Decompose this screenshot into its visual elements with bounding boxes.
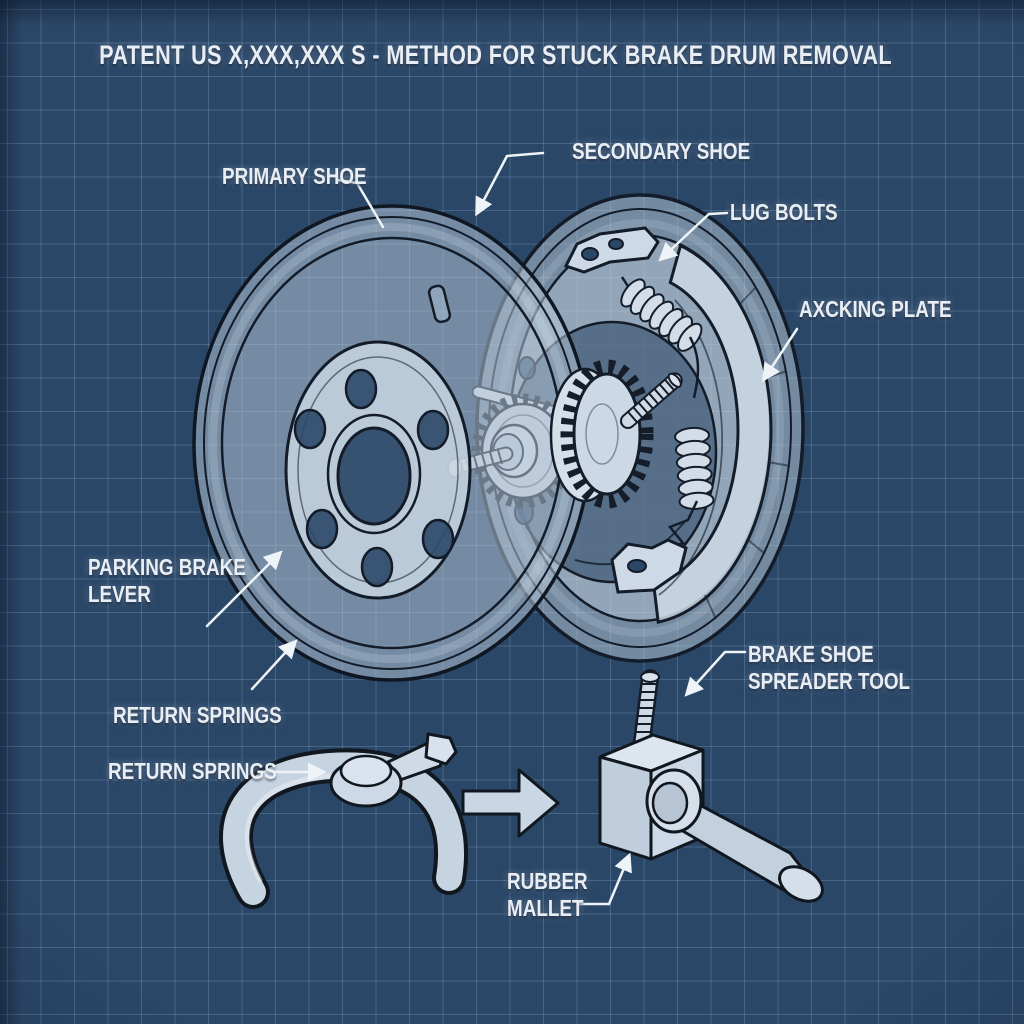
sprocket-body xyxy=(572,372,642,496)
spreader-tool xyxy=(598,669,824,903)
label-brake-shoe-spreader-tool: BRAKE SHOE SPREADER TOOL xyxy=(748,641,911,694)
label-primary-shoe: PRIMARY SHOE xyxy=(222,163,367,189)
leader-return-springs-upper xyxy=(250,639,298,691)
spreader-boss-hole xyxy=(651,781,689,825)
label-secondary-shoe: SECONDARY SHOE xyxy=(572,138,751,164)
brake-drum xyxy=(192,204,592,682)
label-parking-brake-lever: PARKING BRAKE LEVER xyxy=(88,554,246,607)
bracket-hole xyxy=(581,247,599,261)
page-title-text: PATENT US X,XXX,XXX S - METHOD FOR STUCK… xyxy=(99,40,892,70)
process-arrow-icon xyxy=(461,768,560,838)
bracket-hole xyxy=(608,238,624,250)
label-return-springs-lower: RETURN SPRINGS xyxy=(108,758,277,784)
spreader-stud-cap xyxy=(640,671,660,683)
center-hole xyxy=(336,426,412,526)
spreader-stud-threads xyxy=(635,683,657,733)
leader-spreader-tool xyxy=(684,650,747,697)
spreader-block-front xyxy=(598,755,653,861)
label-rubber-mallet: RUBBER MALLET xyxy=(507,868,588,921)
bracket-hole xyxy=(627,559,647,573)
label-backing-plate: AXCKING PLATE xyxy=(799,296,952,322)
page-title: PATENT US X,XXX,XXX S - METHOD FOR STUCK… xyxy=(0,40,980,71)
spring-tool-boss-top xyxy=(339,754,393,788)
label-return-springs-upper: RETURN SPRINGS xyxy=(113,702,282,728)
spring-tool-hex-head xyxy=(424,732,458,766)
leader-secondary-shoe xyxy=(475,151,545,217)
label-lug-bolts: LUG BOLTS xyxy=(730,199,838,225)
